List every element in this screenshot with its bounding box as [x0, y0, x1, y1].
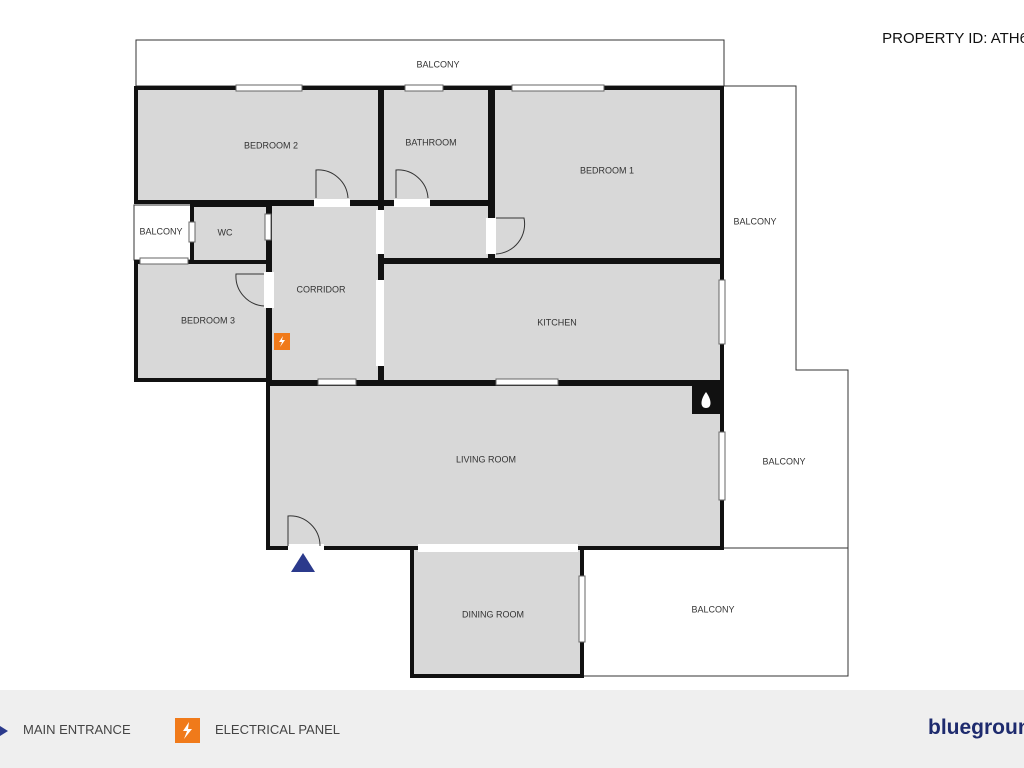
label-balcony-small: BALCONY — [139, 226, 182, 236]
fireplace-icon — [692, 386, 720, 414]
legend-main-entrance: MAIN ENTRANCE — [23, 722, 131, 737]
floor-plan: BALCONY BEDROOM 2 BATHROOM BEDROOM 1 BAL… — [133, 39, 849, 678]
label-wc: WC — [218, 227, 233, 237]
label-kitchen: KITCHEN — [537, 317, 577, 327]
entrance-triangle-icon — [291, 553, 315, 572]
balcony-top — [135, 39, 725, 87]
label-balcony-bottom: BALCONY — [691, 604, 734, 614]
brand-logo: bluegroun — [928, 716, 1024, 739]
entrance-arrow-icon — [0, 726, 8, 736]
hallway — [380, 202, 492, 262]
property-id: PROPERTY ID: ATH6 — [882, 30, 1024, 47]
legend-electrical-icon — [175, 718, 200, 743]
label-balcony-right: BALCONY — [733, 216, 776, 226]
label-balcony-mid: BALCONY — [762, 456, 805, 466]
legend-bar: MAIN ENTRANCE ELECTRICAL PANEL bluegroun — [0, 690, 1024, 768]
label-living-room: LIVING ROOM — [456, 454, 516, 464]
label-dining-room: DINING ROOM — [462, 609, 524, 619]
label-bedroom-2: BEDROOM 2 — [244, 140, 298, 150]
bedroom-2 — [134, 86, 382, 204]
wc — [190, 203, 270, 264]
label-bathroom: BATHROOM — [405, 137, 456, 147]
label-bedroom-3: BEDROOM 3 — [181, 315, 235, 325]
legend-electrical-panel: ELECTRICAL PANEL — [215, 722, 340, 737]
label-balcony-top: BALCONY — [416, 59, 459, 69]
label-bedroom-1: BEDROOM 1 — [580, 165, 634, 175]
bedroom-3 — [134, 260, 270, 382]
living-room — [266, 382, 724, 550]
electrical-panel-icon — [274, 333, 290, 350]
label-corridor: CORRIDOR — [297, 284, 346, 294]
